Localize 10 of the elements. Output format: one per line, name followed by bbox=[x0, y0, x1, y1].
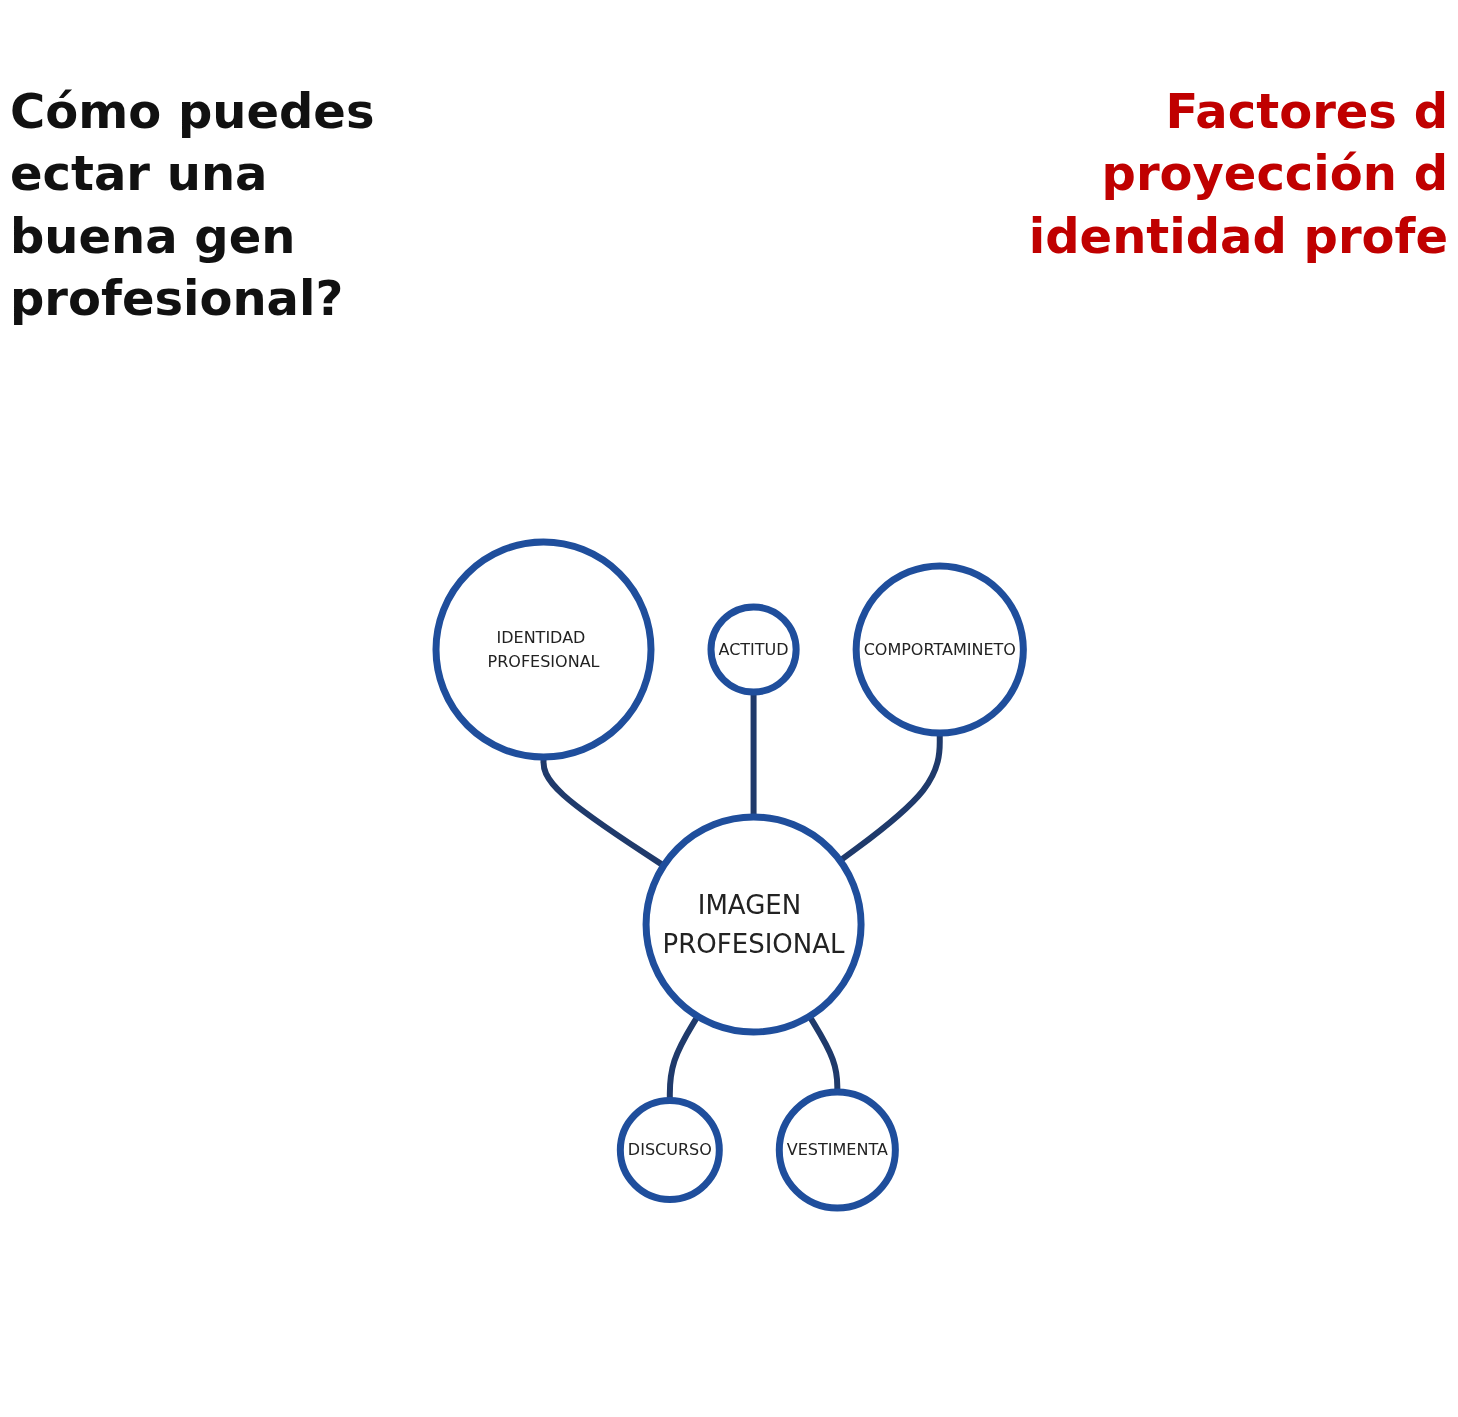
node-circle: IMAGEN PROFESIONAL bbox=[642, 813, 865, 1036]
node-circle: ACTITUD bbox=[707, 603, 800, 696]
node-circle: DISCURSO bbox=[617, 1097, 724, 1203]
connector bbox=[838, 733, 944, 863]
node-circle: COMPORTAMINETO bbox=[852, 562, 1028, 737]
question-heading: Cómo puedes ectar una buena gen profesional? bbox=[10, 82, 376, 329]
node-circle: IDENTIDAD PROFESIONAL bbox=[432, 538, 655, 761]
connector bbox=[750, 692, 757, 817]
node-circle: VESTIMENTA bbox=[776, 1088, 900, 1212]
topic-heading: Factores d proyección d identidad profe bbox=[1028, 82, 1448, 266]
